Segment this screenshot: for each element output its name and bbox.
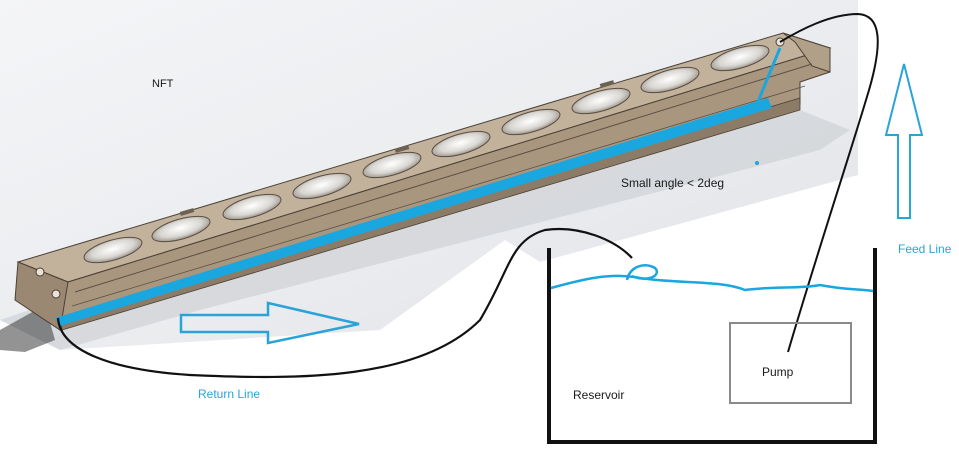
return-line-tube [56,227,633,379]
water-droplet [755,161,759,165]
feed-line-label: Feed Line [898,242,952,256]
net-cup [571,87,631,115]
net-cup [640,66,700,94]
water-stream [57,101,758,323]
nft-label: NFT [152,78,174,90]
net-cup [151,215,211,243]
net-cup [222,193,282,221]
channel-feed-end [782,32,831,73]
net-cup [83,236,143,264]
channel-shadow [0,110,850,350]
return-line-label: Return Line [198,387,261,401]
pump-box [729,322,852,404]
reservoir-water-surface [550,274,874,293]
reservoir-walls [547,248,877,444]
return-flow-arrow-icon [179,301,360,345]
channel-slot [179,208,195,216]
channel-edge-line [74,63,813,293]
channel-slot [599,80,615,88]
end-hole [51,289,61,299]
pump-label: Pump [762,365,794,379]
channel-slot [394,145,410,153]
net-cup [292,172,352,200]
angle-annotation: Small angle < 2deg [621,176,725,190]
return-outlet-loop [625,264,658,281]
channel-groove-line [71,85,806,307]
net-cup [431,130,491,158]
net-cup [501,108,561,136]
net-cup [362,151,422,179]
feed-line-tube [779,12,879,353]
feed-inlet-water [755,47,782,105]
reservoir-label: Reservoir [573,388,625,402]
end-hole [35,267,45,277]
net-cup [710,44,770,72]
feed-line-arrow-icon [884,63,924,219]
